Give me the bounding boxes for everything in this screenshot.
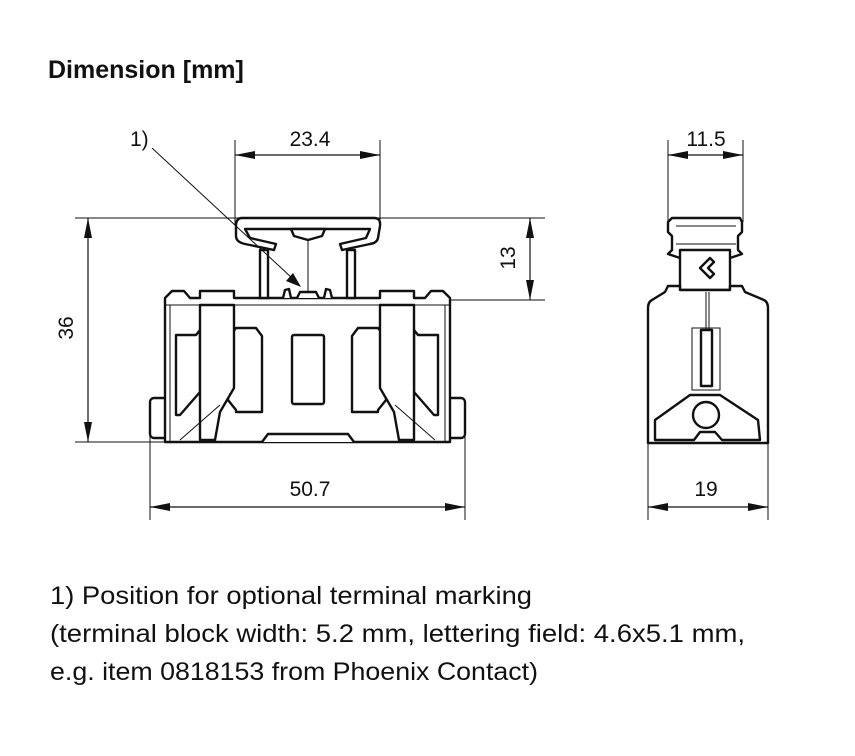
dimension-13: 13 bbox=[497, 218, 534, 300]
side-view: 11.5 19 bbox=[646, 128, 770, 520]
front-view: 1) 23.4 13 36 50.7 bbox=[55, 128, 545, 520]
footnote-line-2: (terminal block width: 5.2 mm, lettering… bbox=[50, 620, 745, 648]
dimension-36: 36 bbox=[55, 218, 92, 442]
callout-leader bbox=[151, 147, 293, 279]
dimension-11-5: 11.5 bbox=[668, 128, 743, 159]
svg-text:11.5: 11.5 bbox=[686, 128, 725, 151]
callout-arrowhead bbox=[286, 273, 301, 287]
svg-text:23.4: 23.4 bbox=[290, 128, 331, 151]
page-title: Dimension [mm] bbox=[48, 56, 244, 84]
footnote: 1) Position for optional terminal markin… bbox=[50, 582, 745, 686]
dimension-50-7: 50.7 bbox=[150, 478, 465, 511]
svg-text:19: 19 bbox=[694, 478, 717, 501]
dimension-19: 19 bbox=[648, 478, 768, 511]
svg-text:13: 13 bbox=[497, 246, 520, 269]
dimension-23-4: 23.4 bbox=[235, 128, 380, 159]
svg-text:50.7: 50.7 bbox=[290, 478, 331, 501]
footnote-line-1: 1) Position for optional terminal markin… bbox=[50, 582, 532, 610]
callout-label: 1) bbox=[130, 128, 149, 151]
terminal-block-front bbox=[148, 216, 467, 444]
footnote-line-3: e.g. item 0818153 from Phoenix Contact) bbox=[50, 658, 538, 686]
svg-text:36: 36 bbox=[55, 316, 78, 339]
terminal-block-side bbox=[646, 216, 770, 445]
